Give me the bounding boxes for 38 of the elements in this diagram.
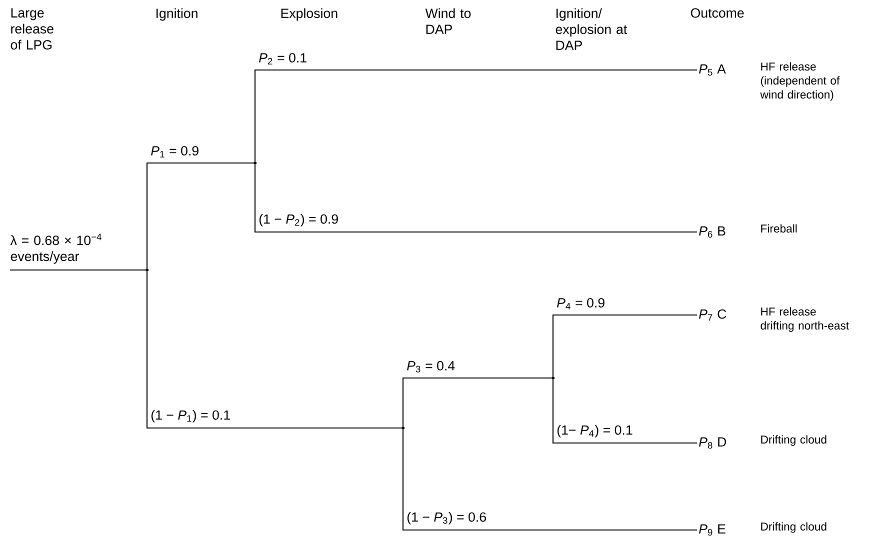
branch-line xyxy=(146,162,254,268)
branch-probability: P$_{1}$ = 0.9 xyxy=(151,146,198,158)
branch-line xyxy=(552,314,697,376)
outcome-label: P$_{9}$ E xyxy=(699,524,726,536)
outcome-label: P$_{8}$ D xyxy=(699,437,726,449)
branch-probability: P$_{4}$ = 0.9 xyxy=(557,298,604,310)
branch-point xyxy=(551,376,555,380)
column-heading: Large release of LPG xyxy=(10,8,54,50)
branch-line xyxy=(254,164,697,233)
branch-probability: (1 − P$_{2}$) = 0.9 xyxy=(259,214,338,226)
branch-probability: (1 − P$_{3}$) = 0.6 xyxy=(407,512,486,524)
branch-point xyxy=(145,268,149,272)
column-heading: Wind to DAP xyxy=(425,8,471,34)
branch-probability: (1− P$_{4}$) = 0.1 xyxy=(557,424,632,438)
branch-probability: (1 − P$_{1}$) = 0.1 xyxy=(151,410,230,422)
event-label: λ = 0.68 × 10$^{−4}$ events/year xyxy=(10,234,102,264)
branch-line xyxy=(402,430,697,531)
outcome-description: HF release drifting north-east xyxy=(760,307,849,332)
column-heading: Ignition/ explosion at DAP xyxy=(556,8,628,50)
column-heading: Explosion xyxy=(281,8,338,21)
branch-line xyxy=(254,69,697,162)
branch-line xyxy=(10,269,146,271)
branch-point xyxy=(401,426,405,430)
branch-line xyxy=(402,377,552,426)
outcome-description: Drifting cloud xyxy=(761,522,826,533)
column-heading: Outcome xyxy=(690,8,744,18)
branch-probability: P$_{3}$ = 0.4 xyxy=(407,361,455,372)
branch-probability: P$_{2}$ = 0.1 xyxy=(259,53,306,64)
outcome-description: Fireball xyxy=(761,224,797,233)
branch-line xyxy=(552,380,697,444)
outcome-label: P$_{7}$ C xyxy=(699,309,726,321)
outcome-label: P$_{6}$ B xyxy=(699,226,726,238)
outcome-description: Drifting cloud xyxy=(761,435,826,446)
outcome-label: P$_{5}$ A xyxy=(699,64,726,76)
branch-line xyxy=(146,272,402,429)
branch-point xyxy=(253,161,257,165)
column-heading: Ignition xyxy=(156,8,198,21)
outcome-description: HF release (independent of wind direction) xyxy=(760,62,840,101)
